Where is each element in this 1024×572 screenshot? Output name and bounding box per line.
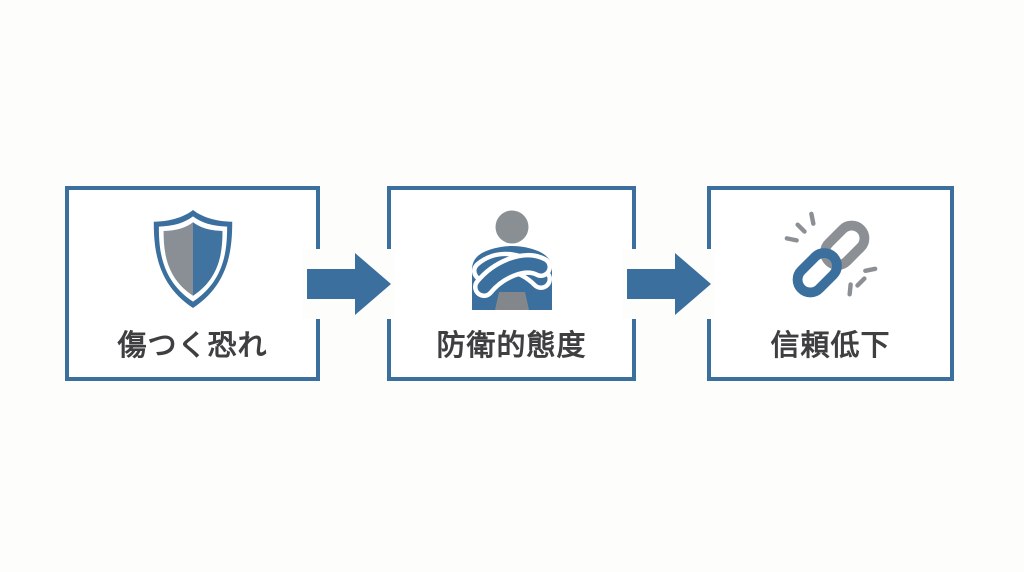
step-box-1: 傷つく恐れ <box>65 186 320 381</box>
step-box-2: 防衛的態度 <box>387 186 636 381</box>
step-box-3: 信頼低下 <box>707 186 954 381</box>
person-crossed-arms-icon <box>462 207 562 311</box>
connector-arrow <box>623 249 715 319</box>
step-label: 傷つく恐れ <box>117 330 268 362</box>
connector-arrow <box>303 249 395 319</box>
shield-icon <box>149 207 237 311</box>
broken-chain-icon <box>779 207 883 311</box>
arrow-right-icon <box>307 253 391 315</box>
step-label: 信頼低下 <box>770 330 891 362</box>
step-label: 防衛的態度 <box>436 330 587 362</box>
arrow-right-icon <box>627 253 711 315</box>
